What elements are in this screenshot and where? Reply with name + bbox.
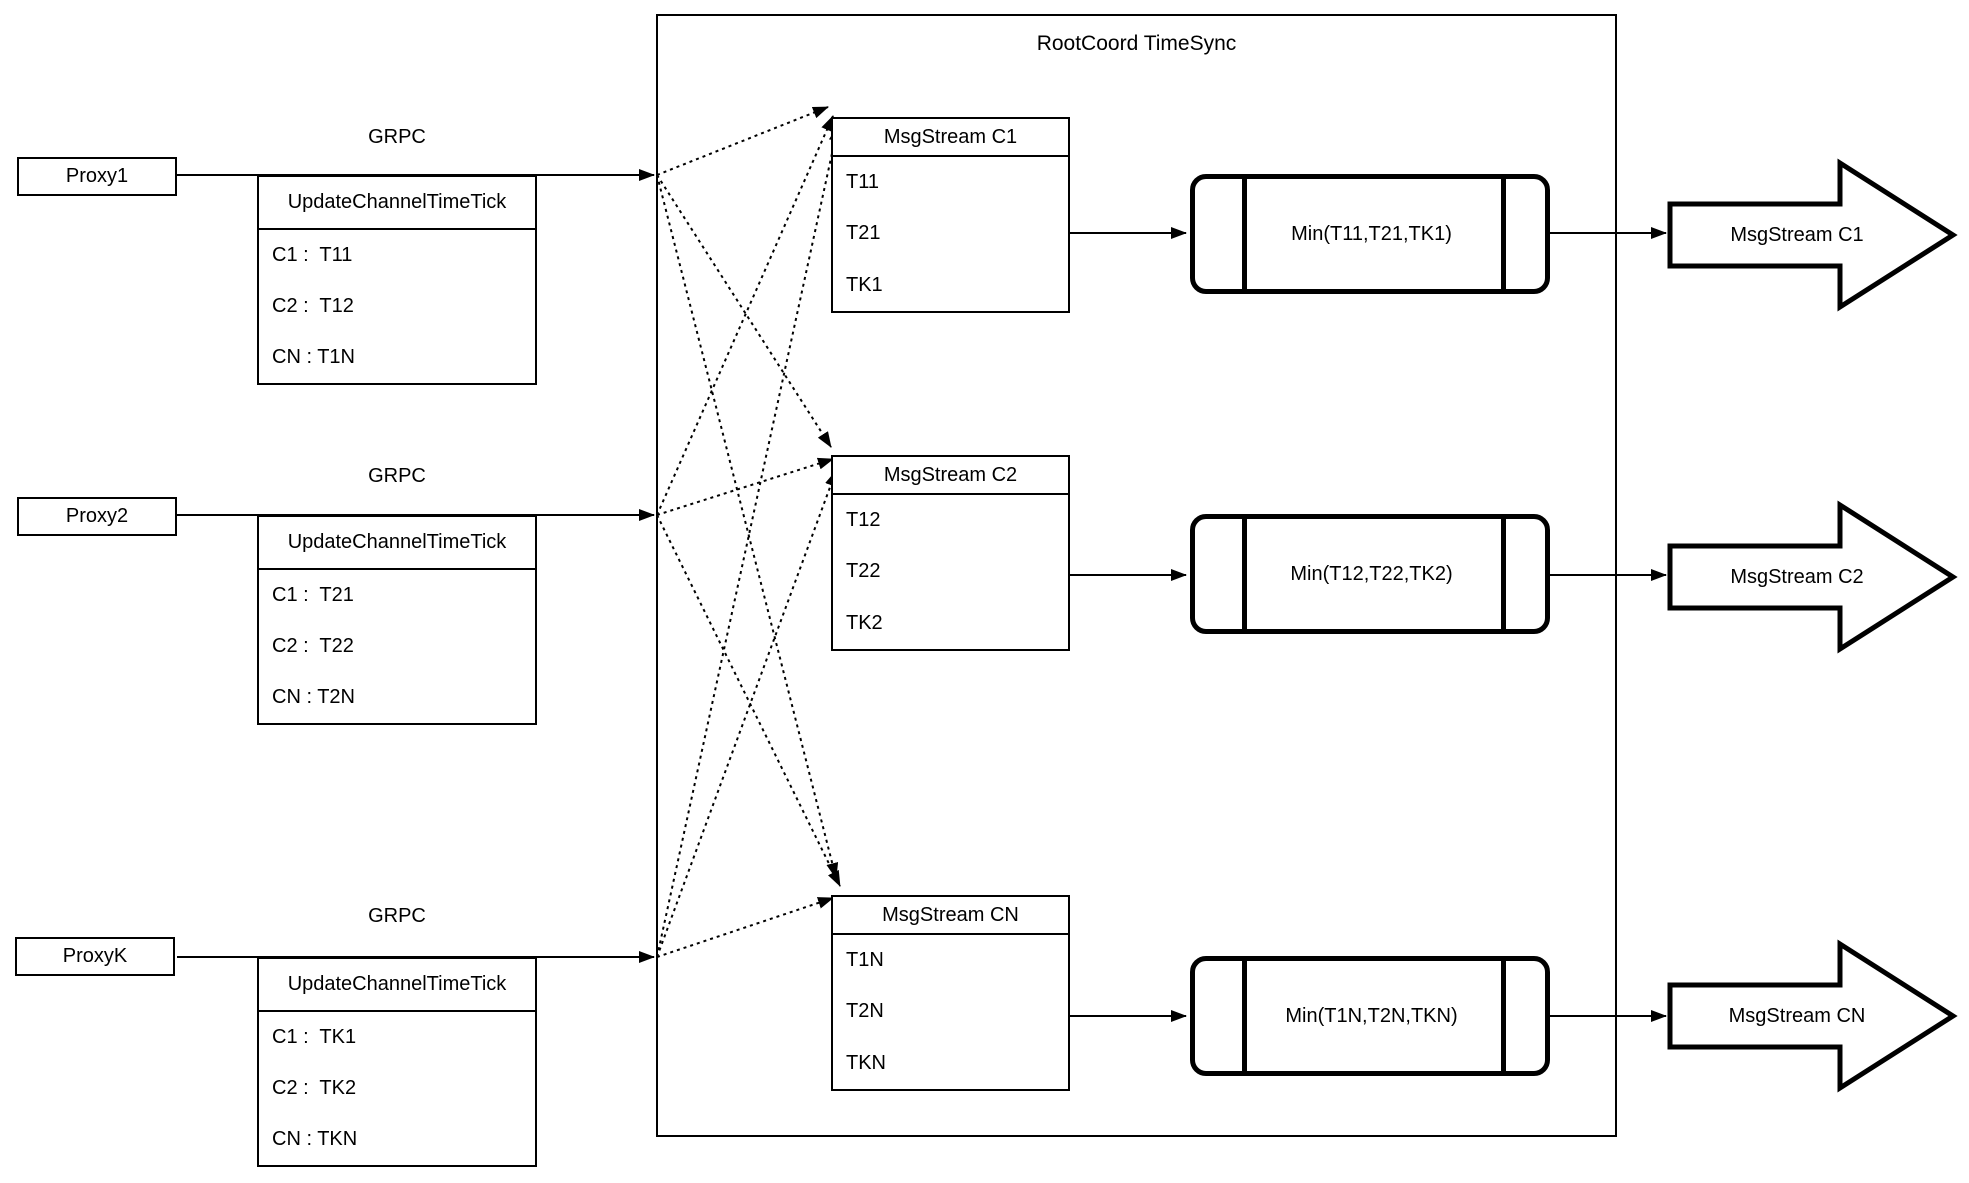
stream-to-min-arrows [1070,227,1187,1022]
min-box-divider [1242,179,1247,289]
msgstream-table-c1: MsgStream C1 T11 T21 TK1 [831,117,1070,313]
fanout-arrow [656,897,834,958]
proxy-label: ProxyK [62,945,128,967]
table-row: T2N [846,1000,884,1023]
output-arrow-shape [1667,939,1958,1093]
output-arrow-shapes [1667,158,1958,1093]
proxy-label: Proxy2 [65,505,129,527]
fanout-arrow [656,457,834,516]
min-box-divider [1242,519,1247,629]
table-row: TK1 [846,273,883,296]
fanout-arrow [656,106,829,176]
min-box-divider [1501,519,1506,629]
min-label: Min(T1N,T2N,TKN) [1285,1004,1458,1027]
output-arrow-label: MsgStream C2 [1730,565,1864,588]
proxy-box-1: Proxy1 [17,157,177,196]
fanout-arrow [656,514,841,887]
update-channel-timetick-table-1: UpdateChannelTimeTick C1 : T11 C2 : T12 … [257,175,537,385]
fanout-arrow [656,125,841,958]
output-arrow-shape [1667,158,1958,312]
table-row: TKN [846,1051,886,1074]
output-arrow-shape [1667,500,1958,654]
min-box-2 [1190,514,1550,634]
fanout-arrow [656,174,832,448]
table-body: T11 T21 TK1 [833,157,1068,311]
fanout-arrows [656,106,841,958]
update-channel-timetick-table-2: UpdateChannelTimeTick C1 : T21 C2 : T22 … [257,515,537,725]
min-to-output-arrows [1550,227,1667,1022]
table-header: MsgStream C1 [833,119,1068,157]
table-body: C1 : TK1 C2 : TK2 CN : TKN [259,1012,535,1165]
table-row: T1N [846,949,884,972]
update-channel-timetick-table-3: UpdateChannelTimeTick C1 : TK1 C2 : TK2 … [257,957,537,1167]
table-row: C2 : TK2 [272,1077,357,1099]
table-row: T12 [846,509,881,532]
fanout-arrow [656,115,834,516]
fanout-arrow [656,470,837,958]
table-row: T21 [846,222,881,245]
table-body: T12 T22 TK2 [833,495,1068,649]
min-label: Min(T12,T22,TK2) [1290,562,1453,585]
table-row: C2 : T12 [272,295,354,317]
table-body: T1N T2N TKN [833,935,1068,1089]
min-label: Min(T11,T21,TK1) [1291,222,1452,245]
msgstream-table-c2: MsgStream C2 T12 T22 TK2 [831,455,1070,651]
rootcoord-box [656,14,1617,1137]
proxy-label: Proxy1 [65,165,129,187]
table-header: UpdateChannelTimeTick [259,517,535,570]
rootcoord-title: RootCoord TimeSync [1036,32,1237,55]
msgstream-table-cn: MsgStream CN T1N T2N TKN [831,895,1070,1091]
fanout-arrow [656,174,839,879]
grpc-label: GRPC [368,905,426,927]
grpc-label: GRPC [368,126,426,148]
table-row: CN : TKN [272,1128,358,1150]
table-row: C1 : TK1 [272,1026,357,1048]
min-box-divider [1501,961,1506,1071]
table-row: T22 [846,560,881,583]
table-row: C2 : T22 [272,635,354,657]
table-row: CN : T1N [272,346,355,368]
table-row: T11 [846,171,879,194]
table-row: C1 : T11 [272,244,353,266]
table-header: UpdateChannelTimeTick [259,177,535,230]
min-box-1 [1190,174,1550,294]
table-row: C1 : T21 [272,584,354,606]
table-header: UpdateChannelTimeTick [259,959,535,1012]
output-arrow-label: MsgStream CN [1728,1004,1866,1027]
table-body: C1 : T11 C2 : T12 CN : T1N [259,230,535,383]
output-arrow-label: MsgStream C1 [1730,223,1864,246]
table-row: TK2 [846,611,883,634]
proxy-box-2: Proxy2 [17,497,177,536]
min-box-3 [1190,956,1550,1076]
min-box-divider [1242,961,1247,1071]
grpc-label: GRPC [368,465,426,487]
table-row: CN : T2N [272,686,355,708]
min-box-divider [1501,179,1506,289]
table-header: MsgStream CN [833,897,1068,935]
table-body: C1 : T21 C2 : T22 CN : T2N [259,570,535,723]
proxy-box-3: ProxyK [15,937,175,976]
table-header: MsgStream C2 [833,457,1068,495]
